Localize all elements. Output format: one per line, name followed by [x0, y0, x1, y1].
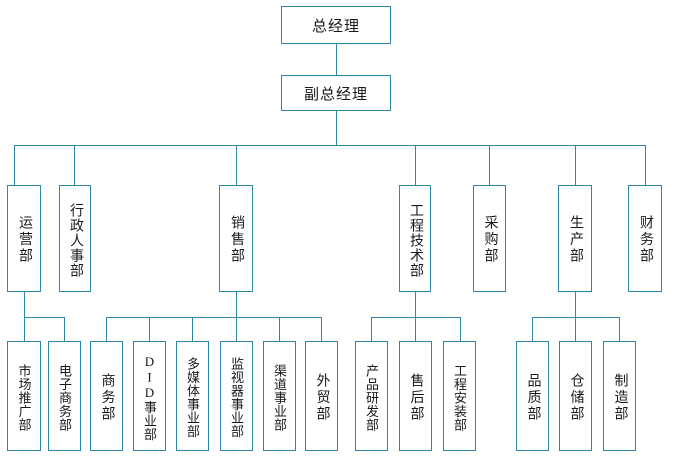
connector-engineering-down	[415, 292, 416, 317]
connector-deputy-down	[336, 111, 337, 145]
node-subdepartment-channel[interactable]: 渠道事业部	[263, 341, 296, 451]
connector-operations-bus	[24, 317, 64, 318]
node-subdepartment-warehouse[interactable]: 仓储部	[559, 341, 592, 451]
connector-sales-bus	[106, 317, 321, 318]
node-department-production[interactable]: 生产部	[558, 185, 592, 292]
node-department-admin-hr[interactable]: 行政人事部	[59, 185, 91, 292]
connector-drop-sales	[236, 145, 237, 185]
connector-drop-marketing	[24, 317, 25, 341]
connector-drop-channel	[279, 317, 280, 341]
connector-drop-aftersales	[415, 317, 416, 341]
node-department-operations[interactable]: 运营部	[7, 185, 41, 292]
connector-drop-monitor	[236, 317, 237, 341]
connector-drop-business	[106, 317, 107, 341]
connector-drop-did	[149, 317, 150, 341]
node-subdepartment-did[interactable]: DID事业部	[133, 341, 166, 451]
connector-drop-procurement	[489, 145, 490, 185]
connector-drop-installation	[460, 317, 461, 341]
node-subdepartment-quality[interactable]: 品质部	[516, 341, 549, 451]
connector-drop-ecommerce	[64, 317, 65, 341]
node-subdepartment-ecommerce[interactable]: 电子商务部	[48, 341, 81, 451]
node-subdepartment-rnd[interactable]: 产品研发部	[355, 341, 388, 451]
connector-drop-warehouse	[575, 317, 576, 341]
connector-department-bus	[14, 145, 645, 146]
node-subdepartment-installation[interactable]: 工程安装部	[443, 341, 476, 451]
connector-drop-rnd	[371, 317, 372, 341]
node-subdepartment-manufacturing[interactable]: 制造部	[603, 341, 636, 451]
node-department-procurement[interactable]: 采购部	[473, 185, 506, 292]
node-department-sales[interactable]: 销售部	[219, 185, 253, 292]
connector-drop-foreign-trade	[321, 317, 322, 341]
connector-drop-admin-hr	[74, 145, 75, 185]
connector-drop-manufacturing	[619, 317, 620, 341]
connector-drop-finance	[645, 145, 646, 185]
node-subdepartment-foreign-trade[interactable]: 外贸部	[305, 341, 338, 451]
node-subdepartment-business[interactable]: 商务部	[90, 341, 123, 451]
connector-sales-down	[236, 292, 237, 317]
connector-drop-production	[575, 145, 576, 185]
connector-production-down	[575, 292, 576, 317]
node-deputy-general-manager[interactable]: 副总经理	[281, 75, 391, 111]
node-department-finance[interactable]: 财务部	[628, 185, 662, 292]
node-subdepartment-aftersales[interactable]: 售后部	[399, 341, 432, 451]
node-subdepartment-multimedia[interactable]: 多媒体事业部	[176, 341, 209, 451]
node-subdepartment-marketing[interactable]: 市场推广部	[7, 341, 41, 451]
connector-drop-quality	[532, 317, 533, 341]
node-subdepartment-monitor[interactable]: 监视器事业部	[220, 341, 253, 451]
connector-drop-multimedia	[192, 317, 193, 341]
connector-drop-engineering	[415, 145, 416, 185]
node-general-manager[interactable]: 总经理	[281, 6, 391, 44]
node-department-engineering[interactable]: 工程技术部	[399, 185, 431, 292]
connector-drop-operations	[14, 145, 15, 185]
connector-gm-to-deputy	[336, 44, 337, 80]
connector-operations-down	[24, 292, 25, 317]
